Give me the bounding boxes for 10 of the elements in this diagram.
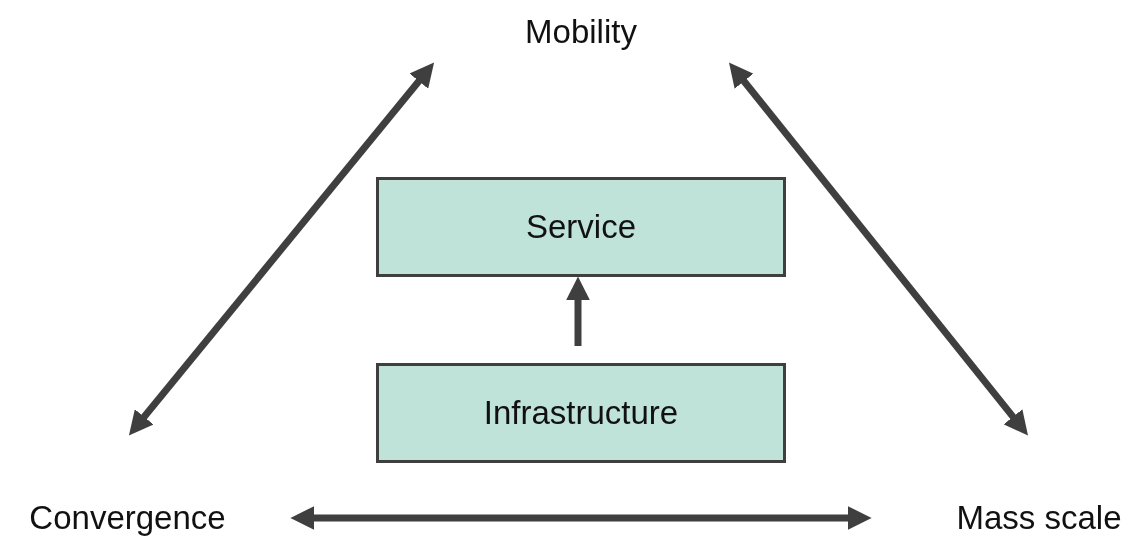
layer-box xyxy=(376,177,786,277)
layer-box xyxy=(376,363,786,463)
node-label: Mobility xyxy=(525,13,637,51)
node-label: Mass scale xyxy=(956,499,1122,537)
arrow xyxy=(290,506,872,530)
arrow xyxy=(729,62,1028,436)
arrow xyxy=(128,62,435,436)
node-label: Infrastructure xyxy=(483,394,679,432)
node-label: Service xyxy=(525,208,636,246)
node-label: Convergence xyxy=(29,499,226,537)
